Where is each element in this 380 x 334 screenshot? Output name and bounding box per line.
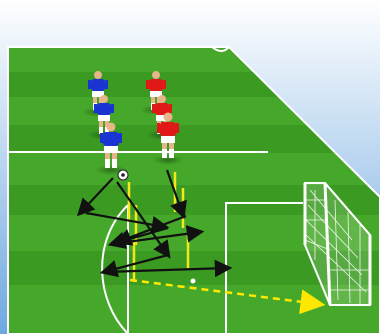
ball-icon <box>118 170 128 180</box>
penalty-spot <box>191 279 196 284</box>
